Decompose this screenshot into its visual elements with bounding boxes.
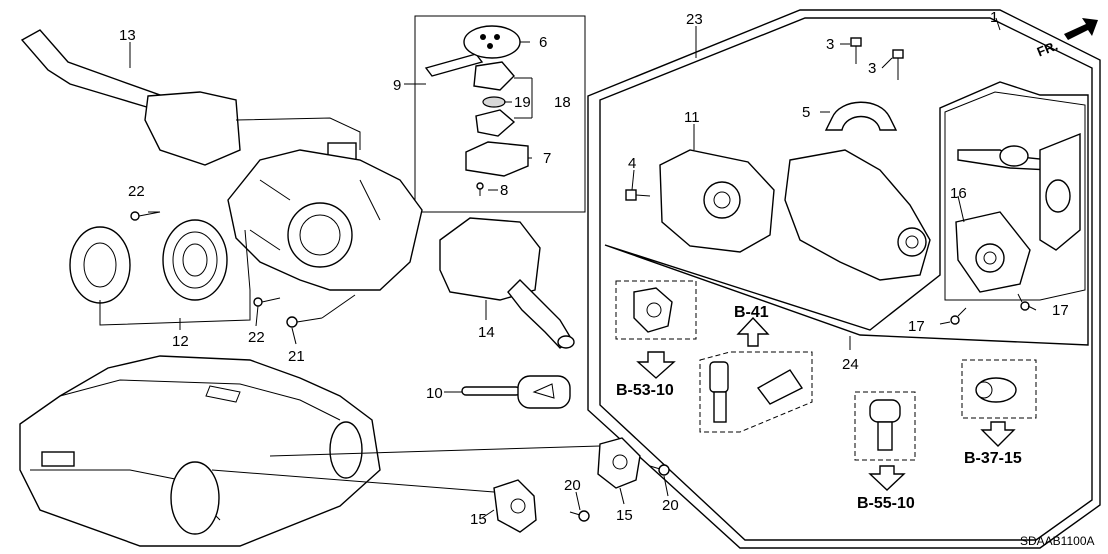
vehicle-outline (19, 355, 381, 547)
ref-label-b41[interactable]: B-41 (734, 304, 769, 321)
screw-20-lower (569, 510, 590, 522)
callout-18: 18 (554, 94, 571, 111)
ref-box-b5310 (615, 280, 697, 340)
screw-17-right (1017, 293, 1030, 311)
callout-4: 4 (628, 155, 636, 172)
shear-bolt-a (850, 37, 862, 64)
b5310-sensor (633, 287, 673, 333)
transmitter-cover (465, 141, 529, 177)
transmitter-case (473, 61, 515, 91)
callout-24: 24 (842, 356, 859, 373)
keyless-remote-frame (414, 15, 586, 213)
arrow-up-b41-icon (736, 316, 770, 347)
callout-21: 21 (288, 348, 305, 365)
callout-11: 11 (684, 109, 700, 126)
callout-7: 7 (543, 150, 551, 167)
ignition-cylinder-housing (784, 149, 931, 281)
callout-3b: 3 (868, 60, 876, 77)
callout-20-right: 20 (662, 497, 679, 514)
leader-lines (129, 17, 1037, 519)
callout-19: 19 (514, 94, 531, 111)
callout-20-left: 20 (564, 477, 581, 494)
callout-22-upper: 22 (128, 183, 145, 200)
door-switch-right (597, 437, 641, 489)
ignition-switch-assembly (659, 149, 775, 253)
b5510-cylinder (869, 399, 901, 451)
assembly-frame-23 (599, 17, 1093, 541)
callout-16: 16 (950, 185, 967, 202)
b3715-cylinder (975, 377, 1017, 403)
callout-3a: 3 (826, 36, 834, 53)
callout-17-left: 17 (908, 318, 925, 335)
transmitter-board (475, 109, 516, 137)
screw-22-upper (130, 211, 161, 221)
shear-bolt-b (892, 49, 904, 80)
callout-15-left: 15 (470, 511, 487, 528)
ref-label-b5510[interactable]: B-55-10 (857, 495, 915, 512)
screw-22-lower (253, 297, 281, 307)
steering-lock-clamp (824, 101, 898, 131)
combination-light-switch (20, 29, 361, 166)
ref-label-b5310[interactable]: B-53-10 (616, 382, 674, 399)
transmitter-battery (482, 96, 506, 108)
screw-20-right (649, 464, 670, 476)
arrow-down-b3715-icon (980, 421, 1016, 447)
callout-5: 5 (802, 104, 810, 121)
cable-reel (69, 219, 251, 326)
callout-22-lower: 22 (248, 329, 265, 346)
callout-14: 14 (478, 324, 495, 341)
callout-13: 13 (119, 27, 136, 44)
steering-column-switch-body (227, 149, 423, 291)
callout-1: 1 (990, 9, 998, 26)
callout-17-right: 17 (1052, 302, 1069, 319)
callout-12: 12 (172, 333, 189, 350)
screw-21 (286, 294, 356, 328)
blank-key (461, 375, 571, 409)
b41-lock-cylinder (709, 361, 804, 423)
lock-set-frame (604, 81, 1089, 346)
transmitter-screw (476, 182, 484, 196)
ref-box-b41 (699, 351, 813, 433)
key-set-frame (944, 91, 1086, 301)
door-lock-cylinder (955, 211, 1031, 293)
keyless-transmitter (424, 25, 521, 77)
key-set (957, 132, 1081, 251)
ref-box-b3715 (961, 359, 1037, 419)
arrow-down-b5510-icon (868, 465, 906, 491)
callout-23: 23 (686, 11, 703, 28)
wiper-switch (439, 217, 575, 349)
arrow-down-b5310-icon (636, 351, 676, 379)
screw-17-left (950, 307, 967, 325)
callout-15-right: 15 (616, 507, 633, 524)
front-arrow-icon: FR. (1035, 18, 1098, 60)
callout-10: 10 (426, 385, 443, 402)
screw-4 (625, 189, 651, 201)
callout-8: 8 (500, 182, 508, 199)
callout-9: 9 (393, 77, 401, 94)
ref-label-b3715[interactable]: B-37-15 (964, 450, 1022, 467)
diagram-code: SDAAB1100A (1020, 534, 1095, 548)
callout-6: 6 (539, 34, 547, 51)
front-label: FR. (1035, 38, 1060, 60)
door-switch-left (493, 479, 537, 533)
